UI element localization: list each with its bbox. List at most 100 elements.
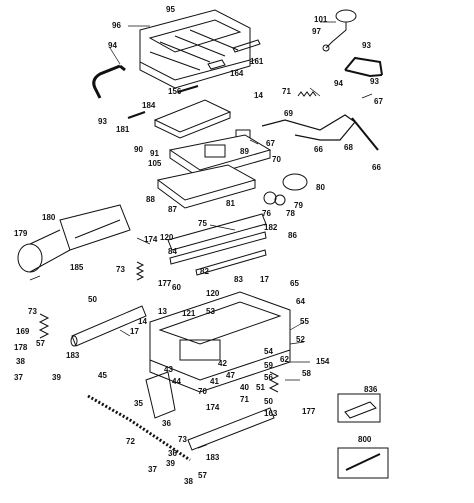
part-label-50a: 50 <box>88 295 97 304</box>
part-label-41: 41 <box>210 377 219 386</box>
part-label-79: 79 <box>294 201 303 210</box>
part-label-38b: 38 <box>184 477 193 486</box>
part-label-66a: 66 <box>314 145 323 154</box>
part-label-38: 38 <box>16 357 25 366</box>
part-label-55: 55 <box>300 317 309 326</box>
part-label-64: 64 <box>296 297 305 306</box>
part-label-81: 81 <box>226 199 235 208</box>
part-label-164: 164 <box>230 69 244 78</box>
lever-arm-part <box>261 114 356 141</box>
part-label-39: 39 <box>52 373 61 382</box>
part-label-56: 56 <box>264 373 273 382</box>
part-label-89: 89 <box>240 147 249 156</box>
part-label-67b: 67 <box>266 139 275 148</box>
part-label-72: 72 <box>126 437 135 446</box>
part-label-65: 65 <box>290 279 299 288</box>
part-label-67a: 67 <box>374 97 383 106</box>
part-label-71b: 71 <box>240 395 249 404</box>
part-label-73c: 73 <box>178 435 187 444</box>
part-label-84: 84 <box>168 247 177 256</box>
part-label-39b: 39 <box>166 459 175 468</box>
part-label-44: 44 <box>172 377 181 386</box>
part-label-36: 36 <box>162 419 171 428</box>
dust-hood-part <box>17 204 131 273</box>
part-label-73a: 73 <box>116 265 125 274</box>
part-label-66b: 66 <box>372 163 381 172</box>
part-label-50b: 50 <box>264 397 273 406</box>
part-label-13: 13 <box>158 307 167 316</box>
part-label-82: 82 <box>200 267 209 276</box>
part-label-58: 58 <box>302 369 311 378</box>
part-label-154: 154 <box>316 357 330 366</box>
part-label-52: 52 <box>296 335 305 344</box>
part-label-169: 169 <box>16 327 30 336</box>
drive-belt-part <box>282 173 308 191</box>
part-label-83: 83 <box>234 275 243 284</box>
part-label-94b: 94 <box>334 79 343 88</box>
cutterhead-part <box>167 213 267 251</box>
base-casting-part <box>149 291 291 393</box>
outfeed-roller-part <box>187 407 275 451</box>
part-label-156: 156 <box>168 87 182 96</box>
part-label-180: 180 <box>42 213 56 222</box>
part-label-86: 86 <box>288 231 297 240</box>
part-label-76: 76 <box>262 209 271 218</box>
part-label-75: 75 <box>198 219 207 228</box>
inset-label-836: 836 <box>364 385 378 394</box>
part-label-17b: 17 <box>130 327 139 336</box>
part-label-181: 181 <box>116 125 130 134</box>
part-label-120a: 120 <box>160 233 174 242</box>
part-label-184: 184 <box>142 101 156 110</box>
return-spring-part <box>135 261 145 281</box>
table-plate-part <box>156 164 257 209</box>
part-label-105: 105 <box>148 159 162 168</box>
carry-handle-left-part <box>92 64 126 99</box>
part-label-90: 90 <box>134 145 143 154</box>
inset-label-800: 800 <box>358 435 372 444</box>
part-label-36b: 36 <box>168 449 177 458</box>
part-label-42: 42 <box>218 359 227 368</box>
part-label-161: 161 <box>250 57 264 66</box>
part-label-73b: 73 <box>28 307 37 316</box>
part-label-93a: 93 <box>362 41 371 50</box>
height-crank-part <box>322 9 357 52</box>
part-label-70a: 70 <box>272 155 281 164</box>
part-label-95: 95 <box>166 5 175 14</box>
part-label-62: 62 <box>280 355 289 364</box>
part-label-78: 78 <box>286 209 295 218</box>
blade-part <box>169 231 267 265</box>
part-label-87: 87 <box>168 205 177 214</box>
part-label-71: 71 <box>282 87 291 96</box>
part-label-174: 174 <box>144 235 158 244</box>
part-label-91: 91 <box>150 149 159 158</box>
part-label-54: 54 <box>264 347 273 356</box>
part-label-57b: 57 <box>198 471 207 480</box>
part-label-37b: 37 <box>148 465 157 474</box>
part-label-45: 45 <box>98 371 107 380</box>
chip-plate-part <box>153 99 232 133</box>
part-label-60: 60 <box>172 283 181 292</box>
part-label-57a: 57 <box>36 339 45 348</box>
part-label-80: 80 <box>316 183 325 192</box>
part-label-17a: 17 <box>260 275 269 284</box>
part-label-70b: 70 <box>198 387 207 396</box>
drive-chain-part <box>87 394 191 462</box>
part-label-14b: 14 <box>138 317 147 326</box>
part-label-177b: 177 <box>302 407 316 416</box>
part-label-51: 51 <box>256 383 265 392</box>
part-label-35: 35 <box>134 399 143 408</box>
spring-part <box>297 91 317 97</box>
part-label-120b: 120 <box>206 289 220 298</box>
part-label-94a: 94 <box>108 41 117 50</box>
cover-clip-part <box>207 59 226 70</box>
part-label-101: 101 <box>314 15 328 24</box>
part-label-96: 96 <box>112 21 121 30</box>
part-label-88: 88 <box>146 195 155 204</box>
part-label-177a: 177 <box>158 279 172 288</box>
part-label-14a: 14 <box>254 91 263 100</box>
carry-handle-right-part <box>344 56 383 78</box>
part-label-43: 43 <box>164 365 173 374</box>
top-cover-part <box>139 9 251 89</box>
part-label-37a: 37 <box>14 373 23 382</box>
